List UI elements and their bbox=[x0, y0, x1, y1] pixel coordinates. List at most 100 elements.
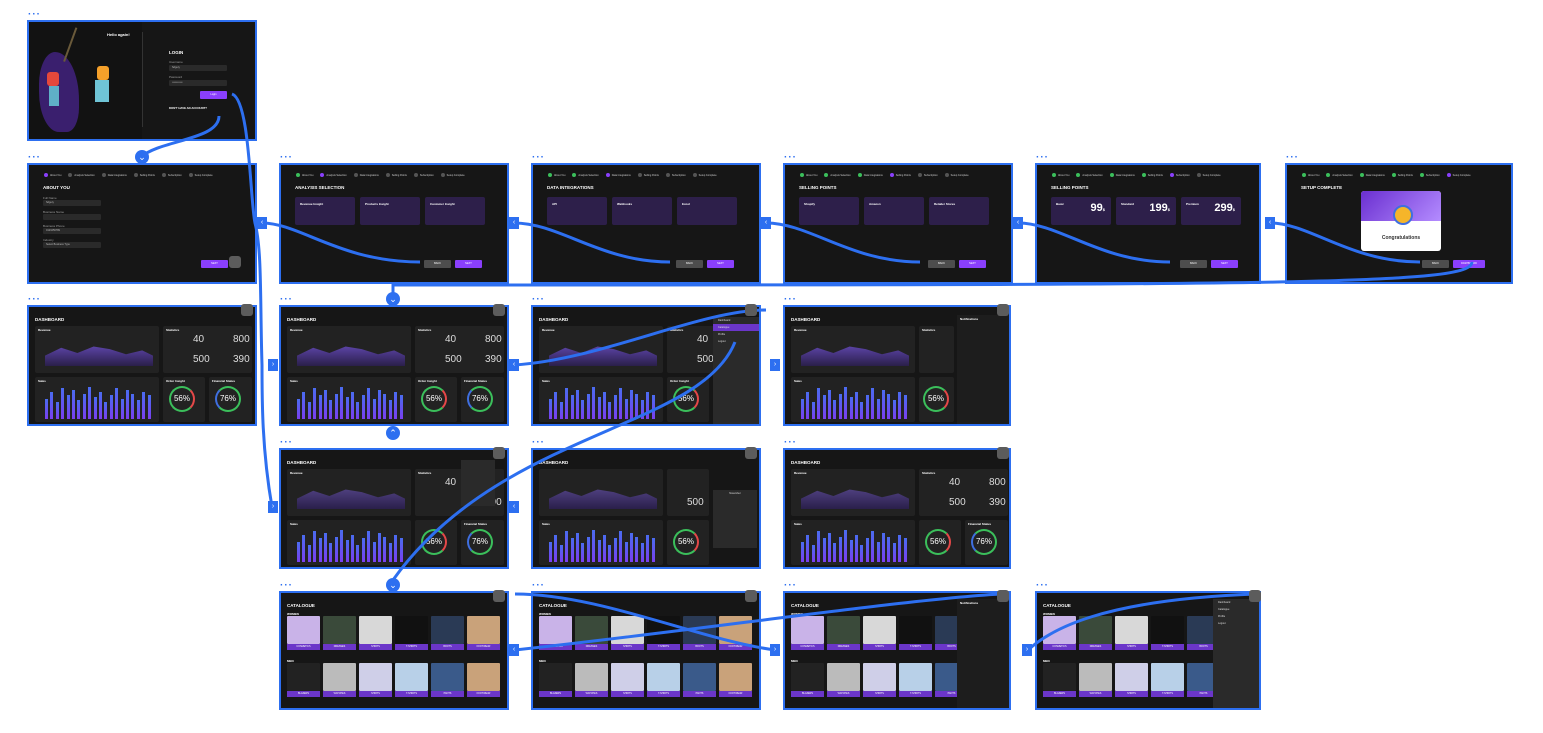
frame-menu-icon[interactable]: ··· bbox=[1036, 580, 1049, 591]
integration-card[interactable]: Excel bbox=[677, 197, 737, 225]
next-button[interactable]: NEXT bbox=[707, 260, 734, 268]
chevron-left-icon[interactable]: ‹ bbox=[509, 217, 519, 229]
selling-card[interactable]: Retailer Stores bbox=[929, 197, 989, 225]
chevron-up-icon[interactable]: ⌃ bbox=[386, 426, 400, 440]
product-image[interactable] bbox=[683, 663, 716, 691]
chevron-right-icon[interactable]: › bbox=[770, 359, 780, 371]
frame-subscription[interactable]: About You Analysis Selection Data Integr… bbox=[1035, 163, 1261, 284]
analysis-card[interactable]: Products Insight bbox=[360, 197, 420, 225]
category-label[interactable]: SHIRTS bbox=[863, 691, 896, 697]
frame-login[interactable]: Hello again! LOGIN Username Sdgery Passw… bbox=[27, 20, 257, 141]
category-label[interactable]: PANTS bbox=[935, 691, 968, 697]
frame-menu-icon[interactable]: ··· bbox=[532, 580, 545, 591]
product-image[interactable] bbox=[719, 616, 752, 644]
category-label[interactable]: T-SHIRTS bbox=[395, 644, 428, 650]
category-label[interactable]: PANTS bbox=[1187, 691, 1220, 697]
frame-menu-icon[interactable]: ··· bbox=[280, 437, 293, 448]
chevron-down-icon[interactable]: ⌄ bbox=[386, 292, 400, 306]
category-label[interactable]: SHIRTS bbox=[1115, 644, 1148, 650]
hotspot-handle[interactable] bbox=[493, 447, 505, 459]
product-image[interactable] bbox=[1043, 616, 1076, 644]
chevron-left-icon[interactable]: ‹ bbox=[761, 217, 771, 229]
product-image[interactable] bbox=[287, 616, 320, 644]
frame-menu-icon[interactable]: ··· bbox=[532, 152, 545, 163]
category-label[interactable]: SHIRTS bbox=[359, 644, 392, 650]
menu-item[interactable]: Profile bbox=[1218, 615, 1226, 618]
product-image[interactable] bbox=[1079, 663, 1112, 691]
product-image[interactable] bbox=[647, 663, 680, 691]
product-image[interactable] bbox=[1151, 663, 1184, 691]
category-label[interactable]: T-SHIRTS bbox=[1151, 644, 1184, 650]
category-label[interactable]: BLAZERS bbox=[287, 691, 320, 697]
category-label[interactable]: BLAZERS bbox=[1043, 691, 1076, 697]
dropdown-menu[interactable] bbox=[461, 460, 495, 506]
product-image[interactable] bbox=[359, 663, 392, 691]
product-image[interactable] bbox=[1079, 616, 1112, 644]
product-image[interactable] bbox=[1115, 616, 1148, 644]
back-button[interactable]: BACK bbox=[928, 260, 955, 268]
next-button[interactable]: NEXT bbox=[201, 260, 228, 268]
product-image[interactable] bbox=[683, 616, 716, 644]
frame-dashboard-notifications[interactable]: DASHBOARD Revenue Statistics Sales 56% N… bbox=[783, 305, 1011, 426]
product-image[interactable] bbox=[647, 616, 680, 644]
chevron-left-icon[interactable]: ‹ bbox=[509, 501, 519, 513]
product-image[interactable] bbox=[287, 663, 320, 691]
hotspot-handle[interactable] bbox=[1249, 590, 1261, 602]
frame-dashboard-dropdown[interactable]: DASHBOARD Revenue Statistics40390 Sales … bbox=[279, 448, 509, 569]
frame-setup-complete[interactable]: About You Analysis Selection Data Integr… bbox=[1285, 163, 1513, 284]
signup-link[interactable]: DON'T HAVE AN ACCOUNT? bbox=[169, 106, 208, 110]
category-label[interactable]: FOOTWEAR bbox=[719, 644, 752, 650]
menu-item-logout[interactable]: Logout bbox=[718, 340, 726, 343]
product-image[interactable] bbox=[1043, 663, 1076, 691]
back-button[interactable]: BACK bbox=[1180, 260, 1207, 268]
frame-analysis-selection[interactable]: About You Analysis Selection Data Integr… bbox=[279, 163, 509, 284]
analysis-card[interactable]: Customer Insight bbox=[425, 197, 485, 225]
category-label[interactable]: DRESSES bbox=[1079, 644, 1112, 650]
hotspot-handle[interactable] bbox=[997, 447, 1009, 459]
chevron-right-icon[interactable]: › bbox=[268, 501, 278, 513]
hotspot-handle[interactable] bbox=[229, 256, 241, 268]
chevron-right-icon[interactable]: › bbox=[268, 359, 278, 371]
industry-select[interactable]: Select Business Type bbox=[43, 242, 101, 248]
product-image[interactable] bbox=[899, 663, 932, 691]
product-image[interactable] bbox=[611, 616, 644, 644]
chevron-right-icon[interactable]: › bbox=[770, 644, 780, 656]
product-image[interactable] bbox=[827, 663, 860, 691]
frame-menu-icon[interactable]: ··· bbox=[784, 294, 797, 305]
category-label[interactable]: BLAZERS bbox=[791, 691, 824, 697]
chevron-down-icon[interactable]: ⌄ bbox=[386, 578, 400, 592]
chevron-left-icon[interactable]: ‹ bbox=[509, 644, 519, 656]
category-label[interactable]: BOOTS bbox=[431, 644, 464, 650]
category-label[interactable]: SHIRTS bbox=[1115, 691, 1148, 697]
category-label[interactable]: COSMETICS bbox=[287, 644, 320, 650]
frame-menu-icon[interactable]: ··· bbox=[784, 580, 797, 591]
product-image[interactable] bbox=[431, 616, 464, 644]
product-image[interactable] bbox=[539, 616, 572, 644]
hotspot-handle[interactable] bbox=[745, 590, 757, 602]
hotspot-handle[interactable] bbox=[997, 304, 1009, 316]
frame-menu-icon[interactable]: ··· bbox=[28, 294, 41, 305]
product-image[interactable] bbox=[791, 616, 824, 644]
product-image[interactable] bbox=[863, 663, 896, 691]
selling-card[interactable]: Shopify bbox=[799, 197, 859, 225]
back-button[interactable]: BACK bbox=[424, 260, 451, 268]
category-label[interactable]: SHIRTS bbox=[359, 691, 392, 697]
category-label[interactable]: T-SHIRTS bbox=[899, 691, 932, 697]
frame-data-integrations[interactable]: About You Analysis Selection Data Integr… bbox=[531, 163, 761, 284]
product-image[interactable] bbox=[827, 616, 860, 644]
menu-item-profile[interactable]: Profile bbox=[718, 333, 726, 336]
product-image[interactable] bbox=[395, 616, 428, 644]
chevron-left-icon[interactable]: ‹ bbox=[509, 359, 519, 371]
hotspot-handle[interactable] bbox=[997, 590, 1009, 602]
product-image[interactable] bbox=[719, 663, 752, 691]
username-field[interactable]: Sdgery bbox=[169, 65, 227, 71]
integration-card[interactable]: Webhooks bbox=[612, 197, 672, 225]
product-image[interactable] bbox=[575, 616, 608, 644]
